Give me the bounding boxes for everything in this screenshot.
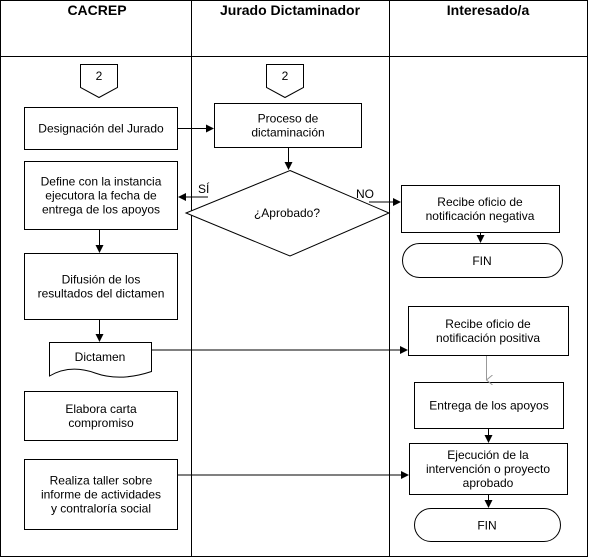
lane-header-interesado: Interesado/a [447, 2, 530, 18]
node-label-line: Define con la instancia [41, 175, 162, 189]
node-label-line: Elabora carta [65, 402, 137, 416]
node-label-line: FIN [472, 254, 491, 268]
node-label-line: Entrega de los apoyos [429, 399, 548, 413]
lane-header-jurado: Jurado Dictaminador [220, 2, 361, 18]
process-ejecucion-intervencion [409, 443, 568, 495]
terminator-fin-2 [414, 508, 561, 542]
label-fin-1: FIN [472, 254, 491, 268]
process-entrega-apoyos [414, 382, 564, 429]
node-label-line: entrega de los apoyos [42, 203, 160, 217]
offpage-connector-left: 2 [80, 64, 118, 99]
process-elabora-carta [24, 391, 178, 441]
arrows [95, 124, 493, 508]
process-difusion-resultados [24, 253, 178, 320]
node-label-line: intervención o proyecto [426, 462, 550, 476]
label-dictamen: Dictamen [75, 350, 126, 364]
label-fin-2: FIN [477, 519, 496, 533]
connector-label: 2 [282, 69, 289, 83]
node-label-line: Recibe oficio de [445, 317, 531, 331]
label-designacion-jurado: Designación del Jurado [38, 122, 164, 136]
terminator-fin-1 [402, 243, 563, 278]
node-label-line: resultados del dictamen [38, 287, 165, 301]
node-label-line: notificación positiva [436, 331, 540, 345]
node-label-line: Designación del Jurado [38, 122, 164, 136]
node-label-line: Difusión de los [62, 273, 141, 287]
node-label-line: notificación negativa [426, 209, 535, 223]
node-label-line: compromiso [68, 416, 134, 430]
node-label-line: Ejecución de la [447, 448, 529, 462]
process-notificacion-positiva [408, 306, 569, 356]
node-label-line: Dictamen [75, 350, 126, 364]
node-label-line: dictaminación [251, 126, 324, 140]
node-label-line: Proceso de [258, 112, 319, 126]
node-label-line: Recibe oficio de [437, 195, 523, 209]
node-label-line: Realiza taller sobre [50, 474, 153, 488]
offpage-connector-middle: 2 [266, 64, 304, 99]
document-dictamen [49, 342, 152, 378]
label-aprobado: ¿Aprobado? [254, 206, 320, 220]
node-label-line: ¿Aprobado? [254, 206, 320, 220]
process-notificacion-negativa [401, 185, 560, 233]
process-dictaminacion [214, 103, 362, 148]
lane-header-cacrep: CACREP [67, 2, 126, 18]
process-realiza-taller [24, 459, 178, 530]
edge-label-si: SÍ [198, 181, 210, 196]
decision-aprobado [184, 169, 391, 257]
node-label-line: aprobado [463, 476, 514, 490]
edge-label-no: NO [356, 187, 374, 201]
label-entrega-apoyos: Entrega de los apoyos [429, 399, 548, 413]
node-label-line: informe de actividades [41, 488, 161, 502]
process-designacion-jurado [24, 107, 178, 150]
node-label-line: ejecutora la fecha de [45, 189, 157, 203]
process-define-fecha [24, 161, 178, 230]
node-label-line: y contraloría social [51, 502, 151, 516]
connector-label: 2 [96, 69, 103, 83]
node-label-line: FIN [477, 519, 496, 533]
